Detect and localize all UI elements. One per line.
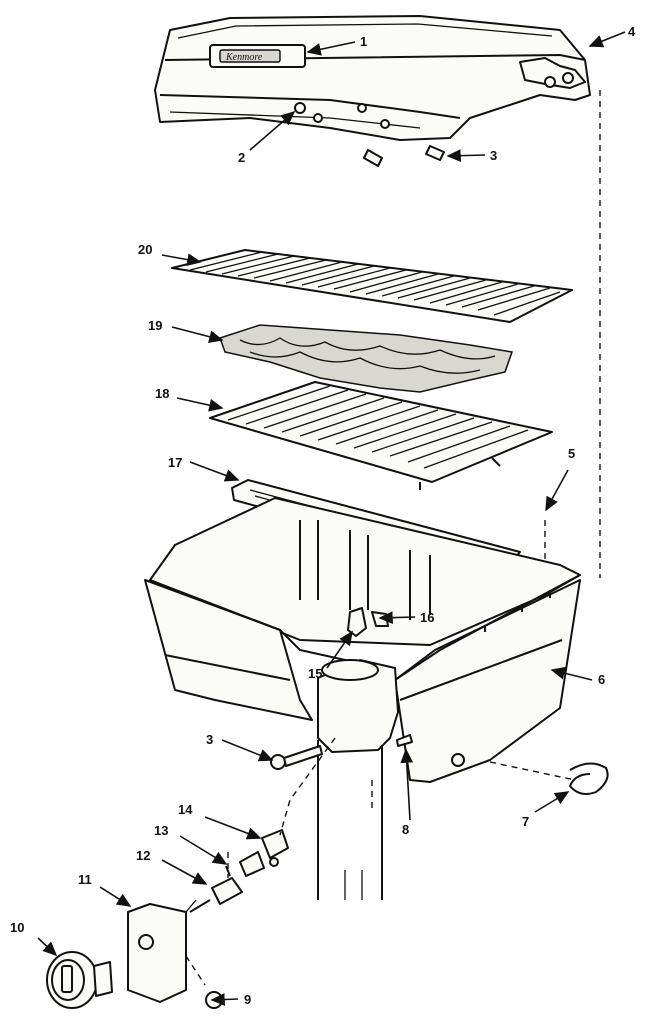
firebox-screw-part xyxy=(396,734,413,747)
callout-9: 9 xyxy=(244,992,251,1007)
callout-20: 20 xyxy=(138,242,152,257)
callout-3-support: 3 xyxy=(206,732,213,747)
callout-3-lid: 3 xyxy=(490,148,497,163)
hairpin-clip-part xyxy=(568,762,609,795)
callout-14: 14 xyxy=(178,802,193,817)
gas-valve-part xyxy=(239,829,289,877)
nameplate-part: Kenmore xyxy=(209,44,306,68)
nameplate-logo: Kenmore xyxy=(225,52,263,63)
callout-6: 6 xyxy=(598,672,605,687)
callout-12: 12 xyxy=(136,848,150,863)
callout-13: 13 xyxy=(154,823,168,838)
lid-part xyxy=(154,15,591,141)
callout-17: 17 xyxy=(168,455,182,470)
lid-screws-part xyxy=(294,102,445,167)
rock-grate-part xyxy=(209,381,553,490)
callout-labels: 1 2 3 4 5 6 7 8 9 10 11 12 13 14 15 16 1… xyxy=(10,24,636,1007)
callout-1: 1 xyxy=(360,34,367,49)
cooking-grid-part xyxy=(171,249,573,323)
callout-11: 11 xyxy=(78,872,92,887)
callout-10: 10 xyxy=(10,920,24,935)
callout-16: 16 xyxy=(420,610,434,625)
firebox-part xyxy=(144,497,581,783)
support-bolt-part xyxy=(270,745,323,770)
control-knob-part xyxy=(46,951,113,1009)
callout-18: 18 xyxy=(155,386,169,401)
callout-4: 4 xyxy=(628,24,636,39)
callout-2: 2 xyxy=(238,150,245,165)
assembly-guide-lines xyxy=(185,90,601,986)
support-post-part xyxy=(317,659,399,900)
callout-8: 8 xyxy=(402,822,409,837)
callout-15: 15 xyxy=(308,666,322,681)
control-panel-part xyxy=(127,899,197,1003)
callout-19: 19 xyxy=(148,318,162,333)
lava-rock-part xyxy=(219,324,514,393)
callout-5: 5 xyxy=(568,446,575,461)
callout-leaders xyxy=(37,31,626,1006)
orifice-assembly-part xyxy=(189,865,243,913)
callout-7: 7 xyxy=(522,814,529,829)
